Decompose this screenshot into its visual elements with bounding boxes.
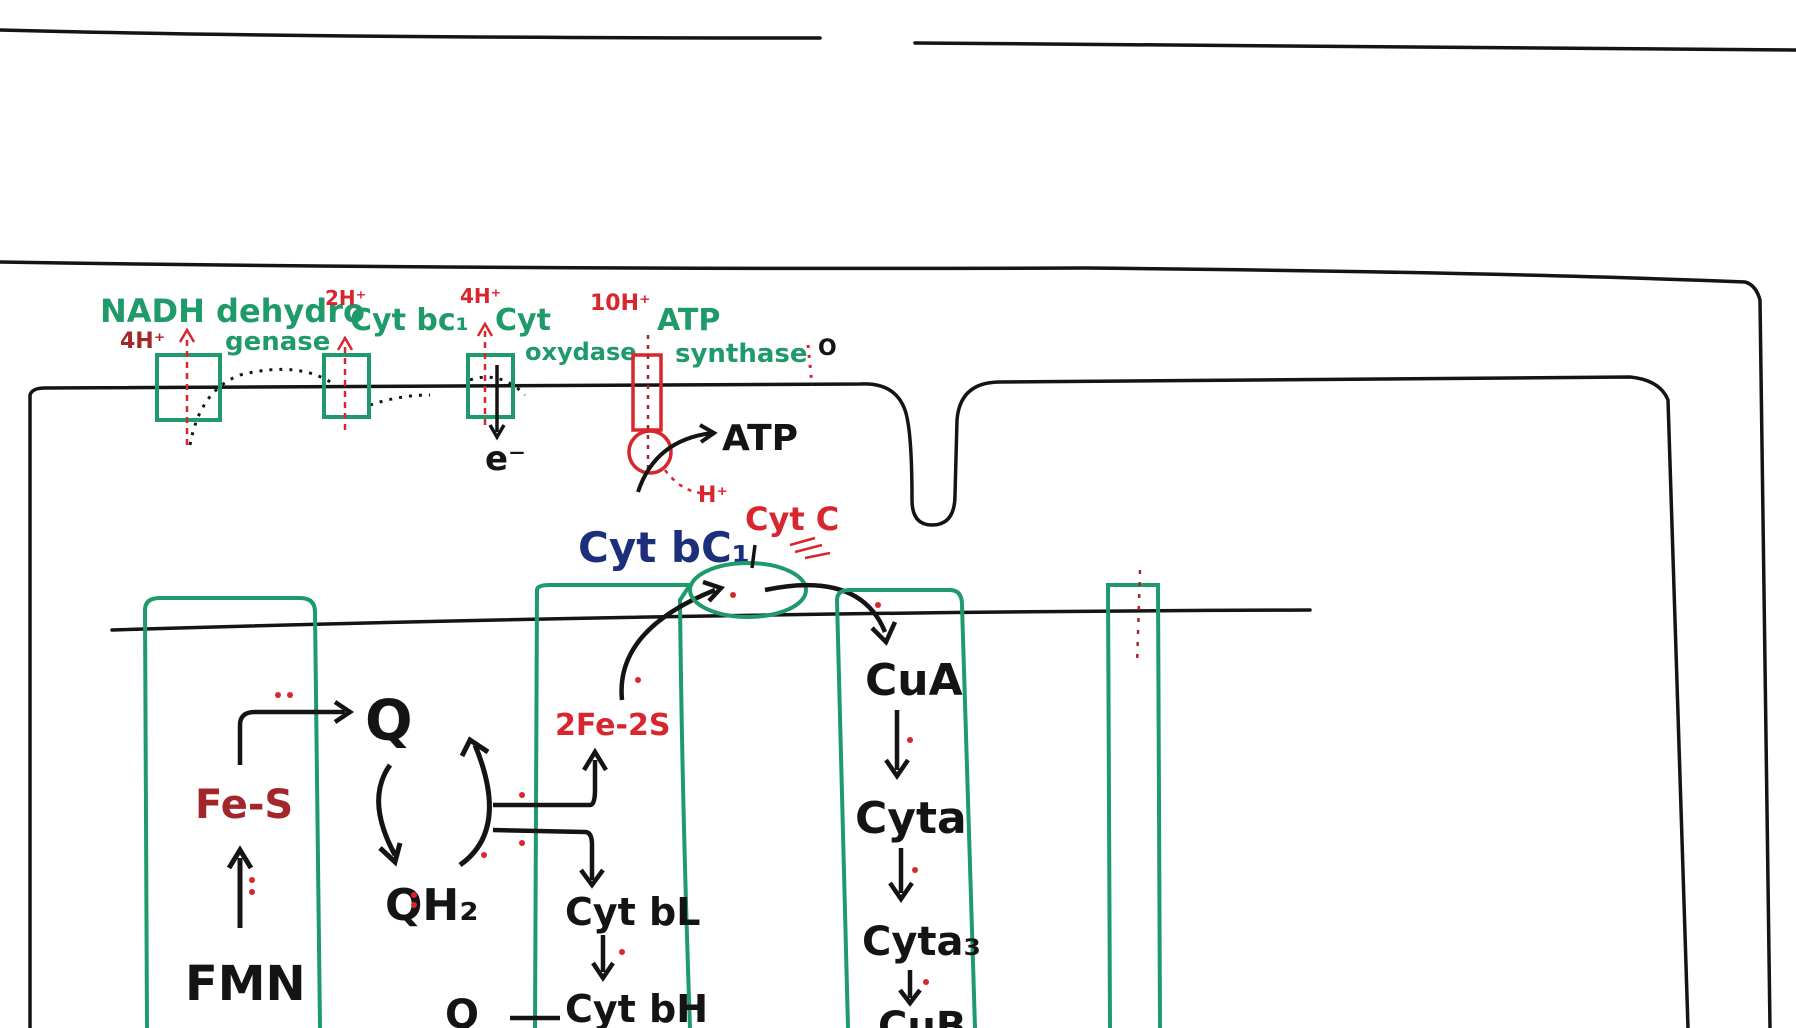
electron-dot <box>481 852 487 858</box>
electron-dot <box>411 902 417 908</box>
bl-to-bh-arrowhead <box>591 961 615 983</box>
atp-hplus: H⁺ <box>698 483 728 508</box>
cyta-label: Cyta <box>855 793 967 844</box>
bc1-proton-arrowhead <box>336 335 354 351</box>
atp-synthase-label-line2: synthase <box>675 339 808 369</box>
nadh-protons: 4H⁺ <box>120 329 165 354</box>
complex1-column <box>142 596 322 1028</box>
cua-label: CuA <box>865 655 963 706</box>
cytox-protons: 4H⁺ <box>460 284 501 308</box>
electron-dot <box>619 949 625 955</box>
electron-label: e⁻ <box>485 439 526 479</box>
atp-synthase-head <box>627 429 673 475</box>
atp-product-arrowhead <box>699 423 718 444</box>
qh2-to-q-arrowhead <box>459 736 490 758</box>
electron-dot <box>923 979 929 985</box>
outer-membrane-line <box>0 260 1772 1028</box>
cyt-bc1-title: Cyt bC₁ <box>578 523 750 572</box>
top-line-right <box>913 41 1796 52</box>
inner-membrane-line <box>28 375 1690 1028</box>
fes-to-q-arrowhead <box>333 700 355 724</box>
to-2fe2s-arrowhead <box>582 747 608 772</box>
fes-to-q-arrow <box>237 709 345 765</box>
atp-synthase-protons: 10H⁺ <box>590 291 651 316</box>
nadh-label-line1: NADH dehydro <box>100 292 365 330</box>
cytc-to-cua-arrowhead <box>870 621 898 646</box>
nadh-label-line2: genase <box>225 327 330 357</box>
atp-synthase-label-line1: ATP <box>657 303 720 338</box>
matrix-membrane-line <box>110 608 1312 632</box>
electron-dot <box>635 677 641 683</box>
electron-dot <box>519 792 525 798</box>
cyta3-label: Cyta₃ <box>862 919 981 965</box>
electron-dot <box>411 892 417 898</box>
electron-dot <box>907 737 913 743</box>
electron-dot <box>275 692 281 698</box>
nadh-dehydrogenase-box <box>155 353 222 422</box>
cyt-c-hatching <box>789 536 831 560</box>
q-to-qh2-arrow <box>376 763 398 857</box>
fmn-to-fes-arrowhead <box>226 845 254 870</box>
electron-dot <box>249 889 255 895</box>
electron-dot <box>287 692 293 698</box>
fes-label: Fe-S <box>195 782 293 828</box>
electron-dot <box>519 840 525 846</box>
cytox-proton-arrowhead <box>476 321 494 337</box>
nadh-proton-arrowhead <box>178 327 196 343</box>
electron-dot <box>912 867 918 873</box>
cyt-bl-label: Cyt bL <box>565 890 700 934</box>
bc1-label: Cyt bc₁ <box>350 303 469 338</box>
qh2-label: QH₂ <box>385 880 479 931</box>
cyt-bh-label: Cyt bH <box>565 987 708 1028</box>
detail-section: FMN Fe-S Q QH₂ Cyt bC₁ 2Fe-2S Cyt bL <box>142 500 1162 1028</box>
cyt-c-carrier <box>688 561 808 619</box>
cytox-label-line2: oxydase <box>525 338 637 366</box>
cyta3-to-cub-arrowhead <box>898 988 922 1007</box>
top-line-left <box>0 28 822 40</box>
atp-column-proton-path <box>1135 569 1142 666</box>
cyta-to-cyta3-arrowhead <box>888 881 914 903</box>
electron-dot <box>249 877 255 883</box>
q-label: Q <box>365 689 413 754</box>
complex3-column <box>533 583 690 1028</box>
atp-product-label: ATP <box>722 418 798 459</box>
bc1-protons: 2H⁺ <box>325 286 366 310</box>
complex4-column <box>834 588 977 1028</box>
cytc-to-cua-arrow <box>764 582 888 633</box>
fe2s-label: 2Fe-2S <box>555 708 670 743</box>
atp-product-arrow <box>636 431 713 493</box>
cub-label: CuB <box>878 1004 966 1028</box>
electron-dot <box>730 592 736 598</box>
cytox-label-line1: Cyt <box>495 303 551 338</box>
overview-membrane: NADH dehydro genase 4H⁺ Cyt bc₁ 2H⁺ e⁻ C… <box>100 284 837 508</box>
cyt-bc1-box <box>322 353 371 419</box>
oxygen-dots <box>806 344 814 386</box>
cytox-electron-arrowhead <box>488 424 506 441</box>
cua-to-cyta-arrowhead <box>884 758 910 780</box>
oxygen-mark: O <box>818 336 837 361</box>
qh2-split-arrows <box>492 760 598 880</box>
fe2s-to-cytc-arrowhead <box>702 579 726 603</box>
atp-synthase-column <box>1105 583 1162 1028</box>
cyt-c-tick <box>750 544 757 569</box>
cyt-oxidase-box <box>466 353 515 419</box>
complex3-column-right <box>677 583 692 1028</box>
to-cytbl-arrowhead <box>579 868 605 889</box>
electron-path-dotted <box>188 367 527 446</box>
qh2-to-q-arrow <box>458 744 492 868</box>
cyt-c-label: Cyt C <box>745 500 839 538</box>
fmn-label: FMN <box>185 956 306 1012</box>
q-to-qh2-arrowhead <box>378 842 403 867</box>
electron-dot <box>875 602 881 608</box>
q-bottom-label: Q <box>445 992 479 1028</box>
board-frame <box>0 28 1796 1028</box>
atp-proton-exit <box>664 469 701 495</box>
